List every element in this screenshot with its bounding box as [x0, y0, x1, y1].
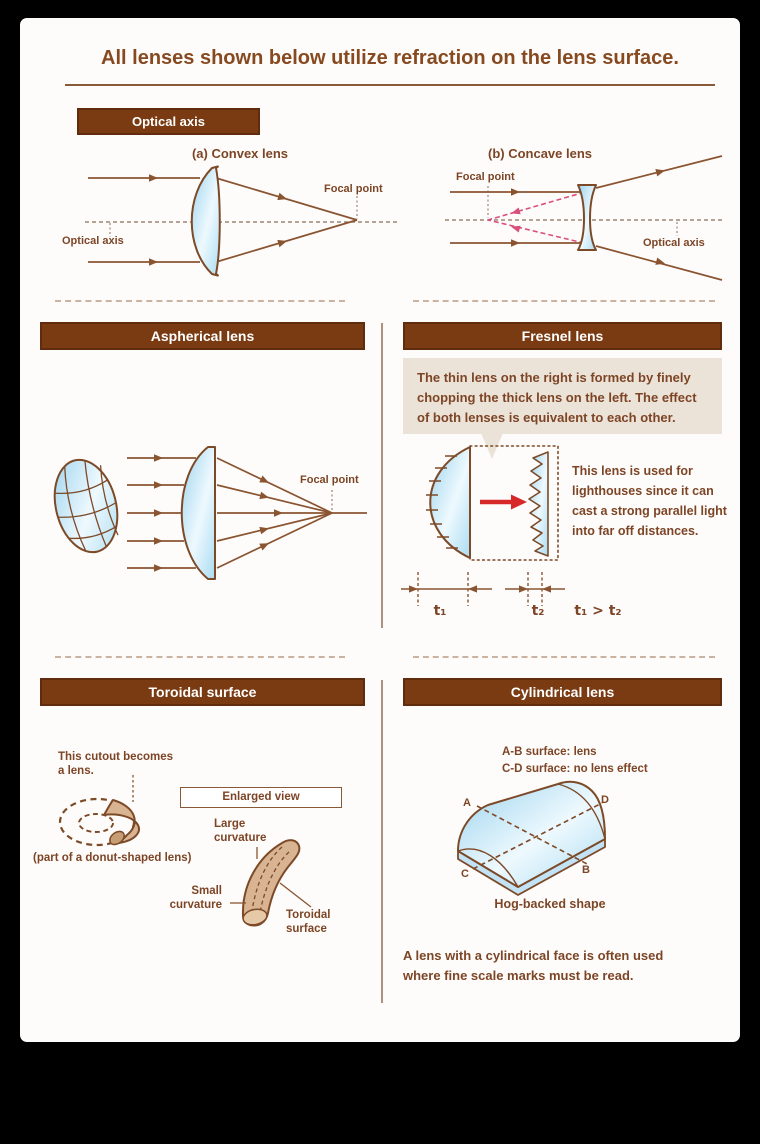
concave-lens-diagram — [445, 155, 723, 281]
separator-left-1 — [55, 300, 345, 302]
column-divider-mid — [381, 323, 383, 628]
aspherical-rays — [127, 457, 367, 569]
donut-cutout-piece — [103, 799, 140, 844]
convex-optical-axis-label: Optical axis — [62, 235, 124, 247]
column-divider-bottom — [381, 680, 383, 1003]
optical-axis-badge-label: Optical axis — [132, 114, 205, 129]
cylindrical-lens-diagram — [457, 780, 606, 896]
toroidal-cutout-caption: This cutout becomes a lens. — [58, 751, 174, 778]
corner-a-label: A — [463, 797, 471, 809]
toroid-label-pointers — [230, 847, 312, 908]
corner-b-label: B — [582, 864, 590, 876]
fresnel-callout: The thin lens on the right is formed by … — [403, 358, 722, 434]
fresnel-header-label: Fresnel lens — [521, 328, 604, 344]
cylindrical-header: Cylindrical lens — [403, 678, 722, 706]
concave-lens-shape — [577, 184, 597, 251]
surface-ab-note: A-B surface: lens — [502, 746, 597, 758]
toroid-piece-curvature-lines — [251, 846, 290, 914]
thick-lens-zone-ticks — [426, 455, 458, 549]
fresnel-t2-label: t₂ — [531, 603, 545, 619]
separator-right-2 — [413, 656, 715, 658]
hog-backed-caption: Hog-backed shape — [494, 897, 606, 911]
toroidal-header-label: Toroidal surface — [148, 684, 257, 700]
convex-focal-point-label: Focal point — [324, 183, 383, 195]
dimension-arrowheads — [409, 585, 551, 593]
donut-cutout-face — [109, 830, 125, 846]
content-sheet — [20, 18, 740, 1042]
convex-lens-shape — [190, 165, 221, 277]
cylindrical-surfaces-note: A-B surface: lens C-D surface: no lens e… — [502, 744, 702, 779]
concave-focal-point-label: Focal point — [456, 171, 515, 183]
fresnel-lens-diagram — [401, 445, 565, 606]
concave-ray-arrowheads — [511, 169, 665, 265]
corner-c-label: C — [461, 868, 469, 880]
convex-lens-diagram — [85, 165, 400, 277]
title-underline — [65, 84, 715, 86]
cylindrical-note: A lens with a cylindrical face is often … — [403, 948, 664, 984]
separator-left-2 — [55, 656, 345, 658]
virtual-rays — [487, 189, 593, 246]
axis-diagonals — [472, 802, 603, 870]
convex-lens-title: (a) Convex lens — [191, 146, 289, 161]
fresnel-inequality-label: t₁ > t₂ — [574, 603, 622, 619]
convex-rays — [88, 177, 358, 263]
fresnel-lens-shape — [528, 451, 549, 557]
small-curvature-label: Small curvature — [169, 885, 222, 912]
fresnel-t1-label: t₁ — [433, 603, 447, 619]
cylindrical-header-label: Cylindrical lens — [510, 684, 615, 700]
hogback-interior-edges — [457, 783, 606, 888]
fresnel-equivalence-box — [469, 445, 559, 561]
thick-lens-shape — [429, 446, 471, 559]
virtual-ray-arrowheads — [511, 207, 521, 233]
convex-ray-arrowheads — [149, 174, 287, 266]
aspherical-ray-arrowheads — [154, 454, 283, 572]
aspherical-lens-diagram — [53, 446, 367, 580]
donut-inner-outline — [78, 813, 114, 833]
page-title: All lenses shown below utilize refractio… — [101, 47, 679, 69]
surface-cd-note: C-D surface: no lens effect — [502, 763, 648, 776]
toroidal-header: Toroidal surface — [40, 678, 365, 706]
aspherical-header-label: Aspherical lens — [150, 328, 255, 344]
transform-arrow-head — [511, 494, 527, 510]
concave-lens-title: (b) Concave lens — [487, 146, 593, 161]
aspherical-focal-point-label: Focal point — [300, 474, 359, 486]
toroid-piece-end-face — [242, 908, 268, 926]
toroidal-donut-caption: (part of a donut-shaped lens) — [33, 852, 192, 864]
separator-right-1 — [413, 300, 715, 302]
optical-axis-badge: Optical axis — [77, 108, 260, 135]
toroidal-surface-label: Toroidal surface — [286, 909, 331, 936]
aspherical-header: Aspherical lens — [40, 322, 365, 350]
aspherical-lens-shape — [180, 446, 216, 580]
enlarged-view-box: Enlarged view — [180, 787, 342, 808]
fresnel-note: This lens is used for lighthouses since … — [572, 464, 727, 538]
concave-optical-axis-label: Optical axis — [643, 237, 705, 249]
toroidal-diagram — [58, 775, 312, 927]
corner-d-label: D — [601, 794, 609, 806]
large-curvature-label: Large curvature — [214, 818, 267, 845]
fresnel-header: Fresnel lens — [403, 322, 722, 350]
aspherical-ellipsoid — [53, 458, 119, 554]
